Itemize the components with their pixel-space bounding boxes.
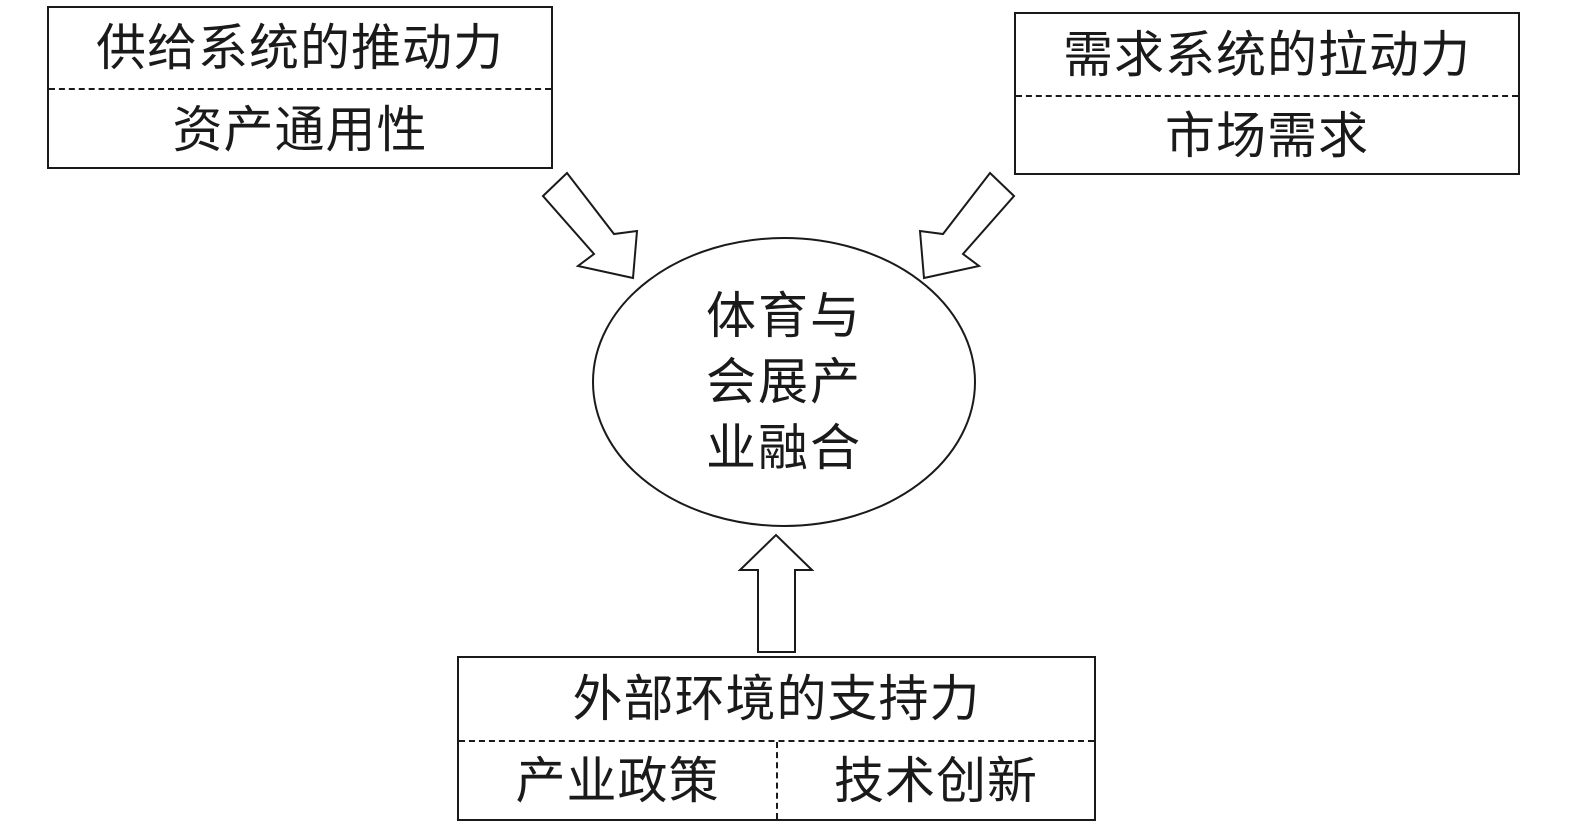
environment-title: 外部环境的支持力 xyxy=(572,670,981,728)
demand-system-title: 需求系统的拉动力 xyxy=(1063,25,1471,84)
supply-push-arrow xyxy=(541,171,639,280)
environment-item-policy: 产业政策 xyxy=(515,751,720,810)
demand-system-divider xyxy=(1016,95,1518,97)
environment-column-divider xyxy=(776,742,778,819)
demand-system-box: 需求系统的拉动力 市场需求 xyxy=(1014,12,1520,175)
environment-item-innovation: 技术创新 xyxy=(834,751,1038,810)
integration-label: 体育与 会展产 业融合 xyxy=(593,238,975,526)
integration-ellipse xyxy=(592,237,976,527)
environment-box: 外部环境的支持力 产业政策 技术创新 xyxy=(457,656,1096,821)
supply-system-divider xyxy=(49,88,551,90)
demand-pull-arrow xyxy=(918,171,1016,280)
environment-support-arrow xyxy=(737,533,815,653)
integration-label-line-2: 会展产 xyxy=(706,353,862,411)
supply-system-title: 供给系统的推动力 xyxy=(96,19,504,77)
supply-system-box: 供给系统的推动力 资产通用性 xyxy=(47,6,553,169)
supply-system-item: 资产通用性 xyxy=(172,100,428,159)
demand-system-item: 市场需求 xyxy=(1165,107,1369,165)
integration-label-line-3: 业融合 xyxy=(706,419,862,477)
environment-divider xyxy=(459,740,1094,742)
integration-label-line-1: 体育与 xyxy=(706,287,862,345)
